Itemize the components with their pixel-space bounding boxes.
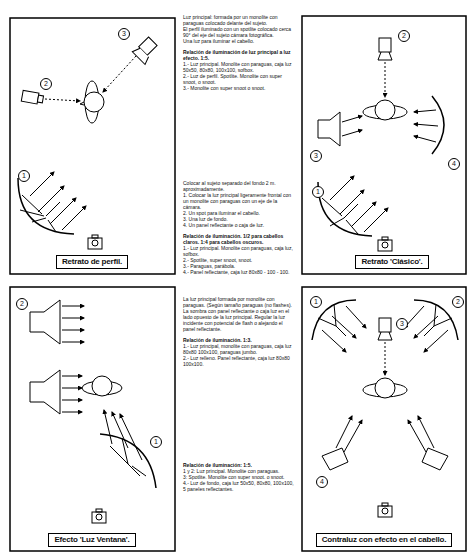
callout-number: 2 [40, 78, 52, 90]
callout-number: 2 [398, 30, 410, 42]
panel-frame [302, 16, 466, 274]
panel-three-setup [30, 300, 156, 523]
note-text: 3.- Monolite con super snoot o snoot. [183, 85, 295, 91]
title-text: Contraluz con efecto en el cabello. [322, 535, 447, 544]
note-text: La luz principal formada por monolite co… [183, 296, 295, 332]
callout-number: 2 [16, 298, 28, 310]
panel-one-setup [18, 36, 161, 249]
callout-number: 1 [18, 170, 30, 182]
note-text: 3: Spotlite. Monolite con super snoot. o… [183, 474, 295, 480]
note-text: 1 y 2: Luz principal. Monolite con parag… [183, 468, 295, 474]
note-text: 4.- Panel reflectante, caja luz 80x80 - … [183, 269, 295, 275]
title-box: Efecto 'Luz Ventana'. [48, 533, 135, 547]
note-text: 1.- Luz principal, monolite con paraguas… [183, 343, 295, 355]
callout-number: 1 [310, 296, 322, 308]
note-text: 2.- Luz relleno. Panel reflectante, caja… [183, 355, 295, 367]
note-text: 3. Una luz de fondo. [183, 216, 295, 222]
title-box: Contraluz con efecto en el cabello. [316, 533, 453, 547]
note-text: 1. Colocar la luz principal ligeramente … [183, 192, 295, 210]
note-column: Relación de iluminación: 1:5.1 y 2: Luz … [183, 462, 295, 492]
note-text: 2. Un spot para iluminar el cabello. [183, 210, 295, 216]
note-text: El perfil iluminado con un spotlite colo… [183, 26, 295, 38]
note-column: Colocar al sujeto separado del fondo 2 m… [183, 180, 295, 275]
panel-frame [10, 287, 175, 551]
callout-number: 3 [118, 28, 130, 40]
note-text: 2.- Spotlite, super snoot, snoot. [183, 257, 295, 263]
title-text: Retrato 'Clásico'. [361, 257, 422, 266]
panel-frame [10, 18, 175, 274]
note-column: La luz principal formada por monolite co… [183, 296, 295, 367]
note-text: Relación de iluminación de luz principal… [183, 49, 295, 61]
callout-number: 4 [448, 158, 460, 170]
note-text: Colocar al sujeto separado del fondo 2 m… [183, 180, 295, 192]
panel-four-setup [312, 300, 458, 517]
callout-number: 1 [312, 186, 324, 198]
note-text: 3.- Paraguas, parábola. [183, 263, 295, 269]
callout-number: 2 [452, 296, 464, 308]
callout-number: 1 [150, 436, 162, 448]
note-text: 2.- Luz de perfil. Spotlite. Monolite co… [183, 73, 295, 85]
note-text: Una luz para iluminar el cabello. [183, 38, 295, 44]
note-text: 4.- Luz de fondo, caja luz 50x50, 80x80,… [183, 480, 295, 492]
panel-two-setup [318, 38, 444, 251]
note-text: 1.- Luz principal. Monolite con paraguas… [183, 245, 295, 257]
callout-number: 3 [310, 150, 322, 162]
panel-frame [302, 287, 466, 551]
note-text: Relación de iluminación. 1/2 para cabell… [183, 233, 295, 245]
callout-number: 3 [396, 318, 408, 330]
callout-number: 4 [316, 476, 328, 488]
note-column: Luz principal: formada por un monolite c… [183, 14, 295, 91]
note-text: Luz principal: formada por un monolite c… [183, 14, 295, 26]
note-text: 4. Un panel reflectante o caja de luz. [183, 222, 295, 228]
note-text: Relación de iluminación: 1:5. [183, 462, 295, 468]
note-text: 1.- Luz principal. Monolite con paraguas… [183, 61, 295, 73]
title-text: Efecto 'Luz Ventana'. [54, 535, 129, 544]
title-box: Retrato de perfil. [56, 255, 128, 269]
title-text: Retrato de perfil. [62, 257, 122, 266]
note-text: Relación de iluminación. 1:3. [183, 337, 295, 343]
title-box: Retrato 'Clásico'. [355, 255, 428, 269]
